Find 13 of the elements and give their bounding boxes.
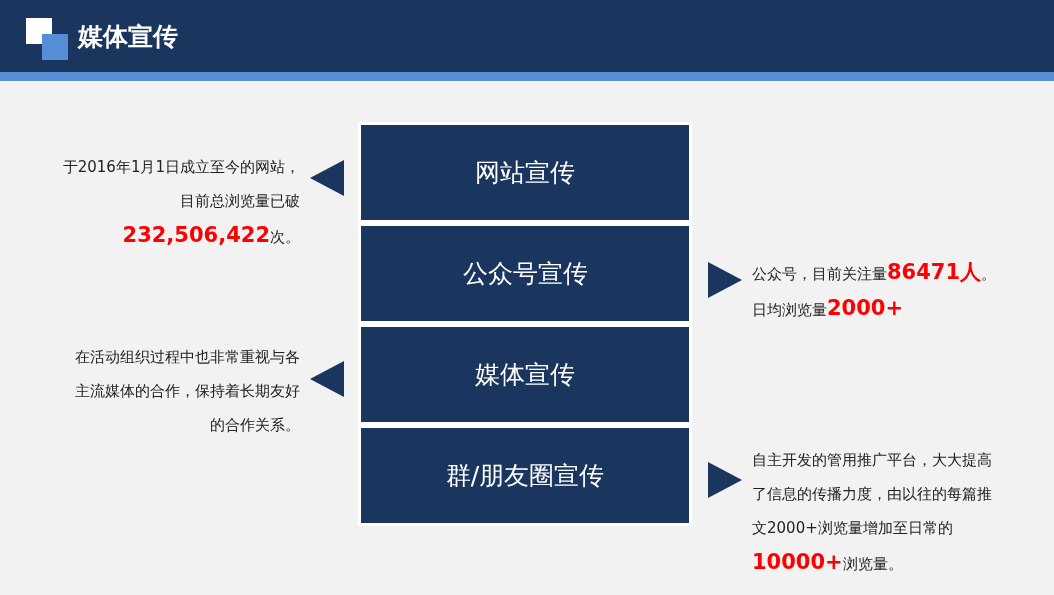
description-text: 自主开发的管用推广平台，大大提高了信息的传播力度，由以往的每篇推文2000+浏览量增加至日常的10000+浏览量。 (752, 450, 993, 576)
category-box (358, 122, 692, 223)
category-box (358, 223, 692, 324)
page-title: 媒体宣传 (78, 21, 178, 53)
description-text: 公众号，目前关注量86471人。日均浏览量2000+ (752, 259, 998, 322)
box-label: 网站宣传 (475, 157, 575, 189)
box-label: 群/朋友圈宣传 (445, 460, 605, 492)
description-text: 在活动组织过程中也非常重视与各主流媒体的合作，保持着长期友好的合作关系。 (74, 347, 300, 436)
box-label: 公众号宣传 (462, 258, 588, 290)
box-label: 媒体宣传 (475, 359, 575, 391)
description-text: 于2016年1月1日成立至今的网站，目前总浏览量已破232,506,422次。 (61, 157, 300, 249)
category-box (358, 324, 692, 425)
category-box (358, 425, 692, 526)
